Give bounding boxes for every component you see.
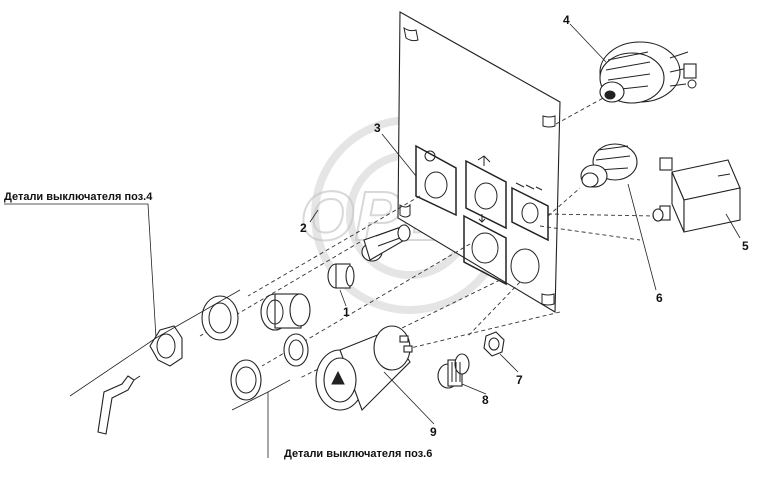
callout-9: 9 [430, 425, 437, 439]
callout-7: 7 [516, 373, 523, 387]
panel-slot-right [542, 115, 556, 128]
panel-slot-left [399, 203, 411, 218]
nut-pos6 [230, 359, 262, 401]
panel-slot-top [403, 26, 419, 42]
hazard-triangle-icon [331, 370, 345, 385]
washer-pos4 [201, 295, 239, 341]
part-9-push-switch [315, 325, 413, 411]
washer-pos6 [283, 333, 309, 367]
part-7-small-nut [483, 331, 505, 357]
callout-6: 6 [656, 291, 663, 305]
panel-cutout-beam [463, 214, 507, 286]
part-6-small-switch [580, 143, 638, 188]
callout-5: 5 [742, 239, 749, 253]
panel-cutout-hazard [415, 144, 457, 217]
part-1-bulb [327, 263, 355, 289]
callout-1: 1 [343, 305, 350, 319]
panel-round-hole [510, 248, 540, 284]
panel-cutout-wiper [465, 155, 507, 230]
callout-8: 8 [482, 393, 489, 407]
panel-cutout-fog [511, 182, 549, 242]
caption-switch-pos6: Детали выключателя поз.6 [284, 448, 432, 460]
part-4-rotary-switch [599, 41, 697, 104]
part-3-bulb-holder [361, 224, 411, 262]
caption-brackets [4, 203, 291, 458]
hex-nut-pos4 [149, 325, 183, 367]
callout-3: 3 [374, 121, 381, 135]
mounting-panel [397, 11, 561, 313]
leader-lines [309, 23, 741, 425]
panel-slot-bottom [541, 293, 555, 306]
lever-key-pos4 [97, 375, 141, 435]
caption-switch-pos4: Детали выключателя поз.4 [4, 191, 153, 203]
part-8-knob [437, 353, 470, 389]
lens-cap [260, 293, 311, 331]
callout-4: 4 [563, 13, 570, 27]
part-5-relay-box [652, 157, 741, 233]
callout-2: 2 [300, 221, 307, 235]
callout-numbers: 1 2 3 4 5 6 7 8 9 [300, 13, 749, 439]
